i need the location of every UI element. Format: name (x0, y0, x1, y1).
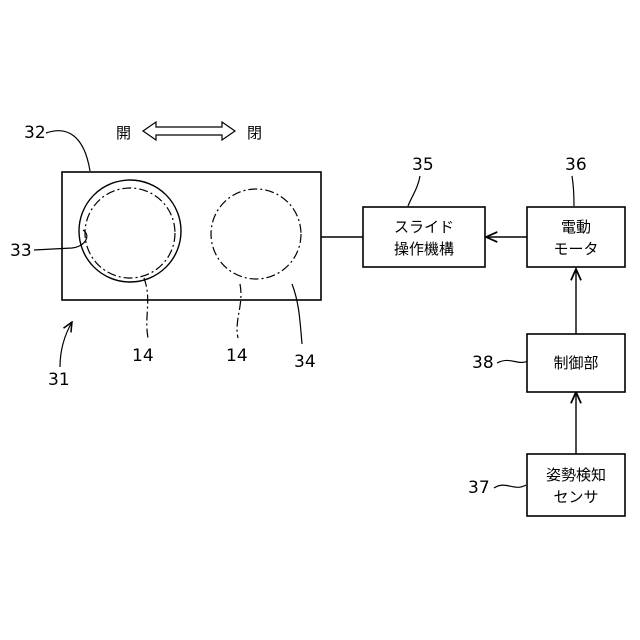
leader-32 (46, 131, 90, 171)
ref-14a: 14 (132, 346, 154, 366)
open-close-indicator: 開 閉 (116, 122, 262, 142)
ref-34: 34 (294, 352, 316, 372)
leader-31 (60, 322, 72, 367)
ref-38: 38 (472, 353, 494, 373)
electric-motor-block: 電動 モータ (527, 207, 625, 267)
ref-36: 36 (565, 155, 587, 175)
electric-motor-line2: モータ (553, 240, 598, 258)
ref-37: 37 (468, 478, 490, 498)
ref-32: 32 (24, 123, 46, 143)
leader-35 (408, 176, 420, 206)
electric-motor-box (527, 207, 625, 267)
close-label: 閉 (247, 124, 262, 142)
plate-outline (62, 172, 321, 300)
attitude-sensor-box (527, 454, 625, 516)
attitude-sensor-line1: 姿勢検知 (546, 466, 606, 484)
electric-motor-line1: 電動 (561, 218, 591, 236)
double-arrow-icon (143, 122, 235, 140)
leader-37 (494, 485, 526, 488)
ref-33: 33 (10, 241, 32, 261)
lens-plate (62, 172, 321, 300)
control-unit-label: 制御部 (553, 354, 598, 372)
open-label: 開 (116, 124, 131, 142)
slide-mechanism-line2: 操作機構 (394, 240, 454, 258)
leader-38 (497, 360, 528, 363)
ref-35: 35 (412, 155, 434, 175)
slide-mechanism-line1: スライド (394, 218, 454, 236)
ref-31: 31 (48, 370, 70, 390)
ref-14b: 14 (226, 346, 248, 366)
attitude-sensor-line2: センサ (553, 488, 598, 506)
attitude-sensor-block: 姿勢検知 センサ (527, 454, 625, 516)
slide-mechanism-box (363, 207, 485, 267)
control-unit-block: 制御部 (527, 334, 625, 392)
slide-mechanism-block: スライド 操作機構 (363, 207, 485, 267)
leader-36 (572, 176, 574, 206)
